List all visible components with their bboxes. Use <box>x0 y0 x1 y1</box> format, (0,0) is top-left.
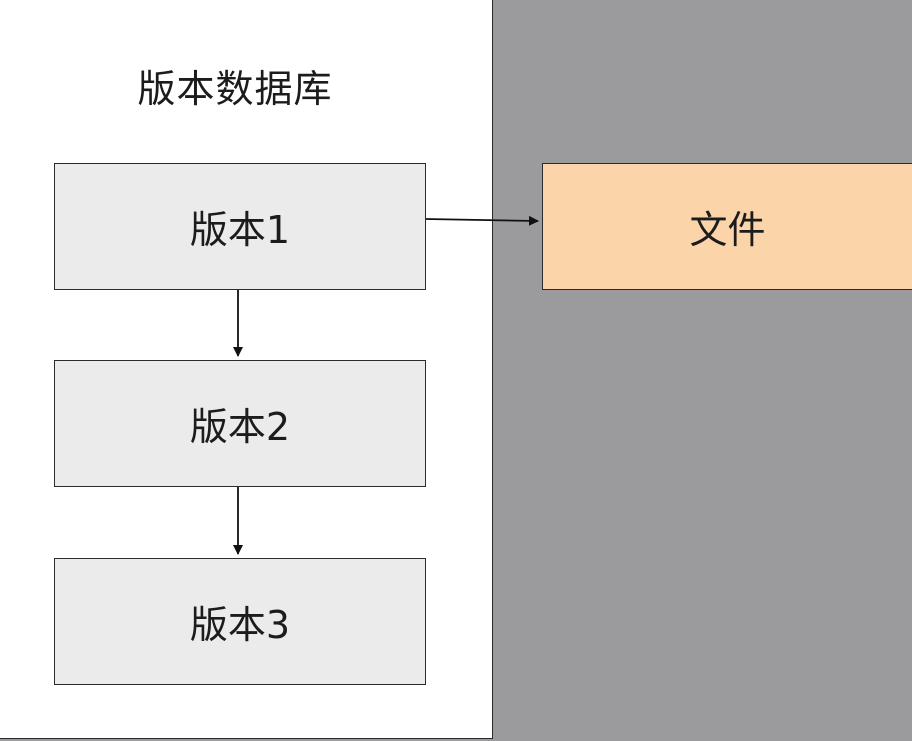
version-3-label: 版本3 <box>189 603 291 647</box>
database-title: 版本数据库 <box>137 67 333 111</box>
version-2-box: 版本2 <box>54 360 426 487</box>
version-2-label: 版本2 <box>189 405 291 449</box>
version-1-box: 版本1 <box>54 163 426 290</box>
file-label: 文件 <box>689 208 766 252</box>
version-3-box: 版本3 <box>54 558 426 685</box>
version-1-label: 版本1 <box>189 208 291 252</box>
file-box: 文件 <box>542 163 912 290</box>
